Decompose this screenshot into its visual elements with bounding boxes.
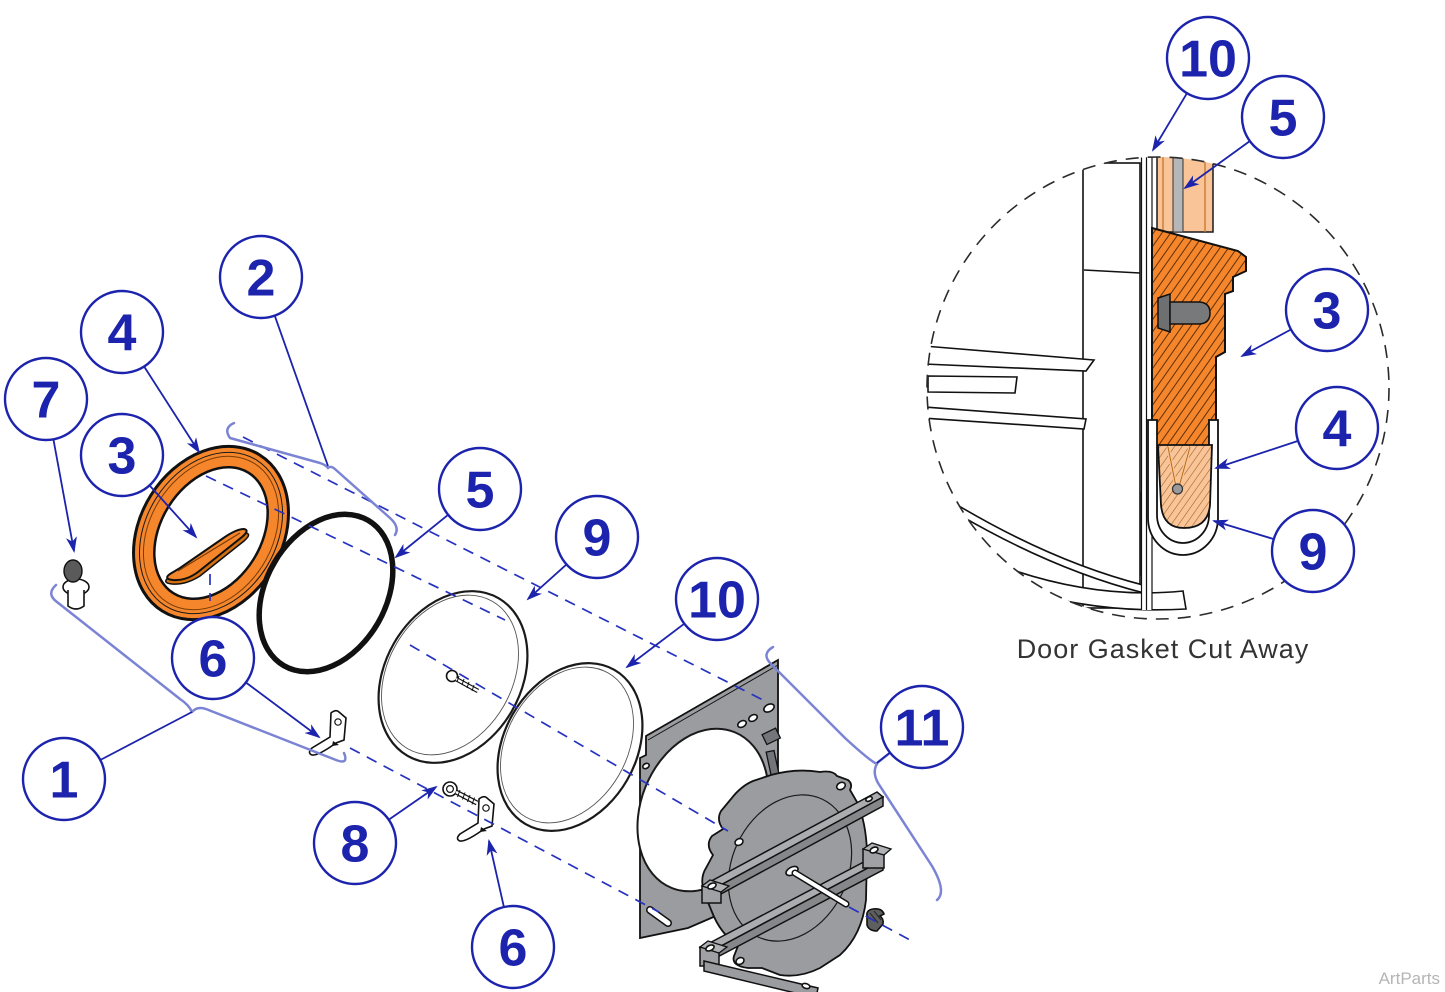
axis-screw — [445, 669, 480, 693]
balloon-6: 6 — [470, 839, 556, 990]
balloon-number: 1 — [50, 752, 79, 810]
balloon-number: 5 — [466, 462, 495, 520]
disc-10 — [496, 662, 644, 832]
balloon-5: 5 — [1183, 74, 1326, 190]
leader-line — [486, 839, 505, 908]
o-ring — [256, 511, 396, 675]
balloon-9: 9 — [1212, 508, 1356, 594]
balloon-2: 2 — [218, 234, 329, 467]
balloon-number: 11 — [895, 700, 950, 758]
leader-line — [245, 681, 321, 739]
balloon-1: 1 — [21, 711, 193, 822]
leader-line — [388, 785, 438, 821]
bracket-item-1 — [50, 583, 347, 763]
balloon-10: 10 — [625, 556, 760, 669]
leader-line — [1151, 92, 1188, 152]
screw-part — [442, 781, 479, 806]
leader-line — [273, 315, 329, 467]
balloon-number: 6 — [499, 920, 528, 978]
cutaway-circle — [926, 156, 1390, 620]
balloon-number: 8 — [341, 816, 370, 874]
leader-line — [876, 751, 891, 764]
balloon-number: 10 — [688, 572, 746, 630]
balloon-number: 2 — [247, 250, 276, 308]
watermark: ArtParts — [1379, 969, 1440, 988]
balloon-number: 9 — [583, 510, 612, 568]
retainer-strip — [1156, 157, 1214, 233]
dashed-axis-lines — [205, 436, 911, 941]
door-panel — [1082, 162, 1141, 609]
balloon-number: 9 — [1299, 524, 1328, 582]
balloon-number: 3 — [108, 428, 137, 486]
leader-line — [148, 484, 198, 539]
balloon-number: 4 — [1323, 401, 1352, 459]
leader-line — [52, 439, 77, 553]
push-nut — [866, 908, 885, 932]
leader-line — [1183, 140, 1251, 190]
leader-line — [526, 563, 568, 601]
leader-line — [394, 514, 449, 559]
gasket-cross-section — [1151, 226, 1247, 451]
balloon-7: 7 — [3, 356, 89, 553]
leader-line — [143, 366, 201, 454]
balloon-5: 5 — [394, 446, 523, 559]
plug-part — [62, 559, 90, 610]
clip-part-a — [308, 709, 347, 756]
leader-line — [99, 711, 193, 761]
cutaway-view — [927, 157, 1247, 611]
balloon-9: 9 — [526, 494, 640, 601]
balloon-number: 3 — [1313, 283, 1342, 341]
balloon-8: 8 — [312, 785, 438, 886]
u-channel — [1147, 419, 1219, 556]
balloon-10: 10 — [1151, 15, 1251, 152]
balloon-number: 6 — [199, 631, 228, 689]
gasket-lip-section — [1157, 444, 1213, 529]
bracket-item-2 — [226, 421, 398, 537]
balloon-number: 10 — [1179, 31, 1237, 89]
balloon-3: 3 — [1240, 267, 1370, 357]
gasket-wedge — [165, 527, 250, 585]
balloon-11: 11 — [876, 684, 965, 770]
through-screw — [785, 865, 850, 908]
balloon-6: 6 — [170, 615, 321, 739]
leader-line — [1214, 440, 1299, 469]
balloon-3: 3 — [79, 412, 198, 539]
leader-line — [1240, 328, 1292, 357]
balloon-number: 5 — [1269, 90, 1298, 148]
balloon-4: 4 — [79, 289, 201, 454]
gasket-bolt — [1157, 292, 1211, 334]
balloon-4: 4 — [1214, 385, 1380, 471]
rail-lower — [698, 842, 893, 992]
rail-upper — [700, 791, 885, 904]
balloon-number: 4 — [108, 305, 137, 363]
balloon-number: 7 — [32, 372, 61, 430]
clip-part-b — [456, 795, 495, 842]
leader-line — [625, 622, 685, 669]
leader-line — [1212, 519, 1275, 540]
cutaway-caption: Door Gasket Cut Away — [1017, 634, 1310, 664]
